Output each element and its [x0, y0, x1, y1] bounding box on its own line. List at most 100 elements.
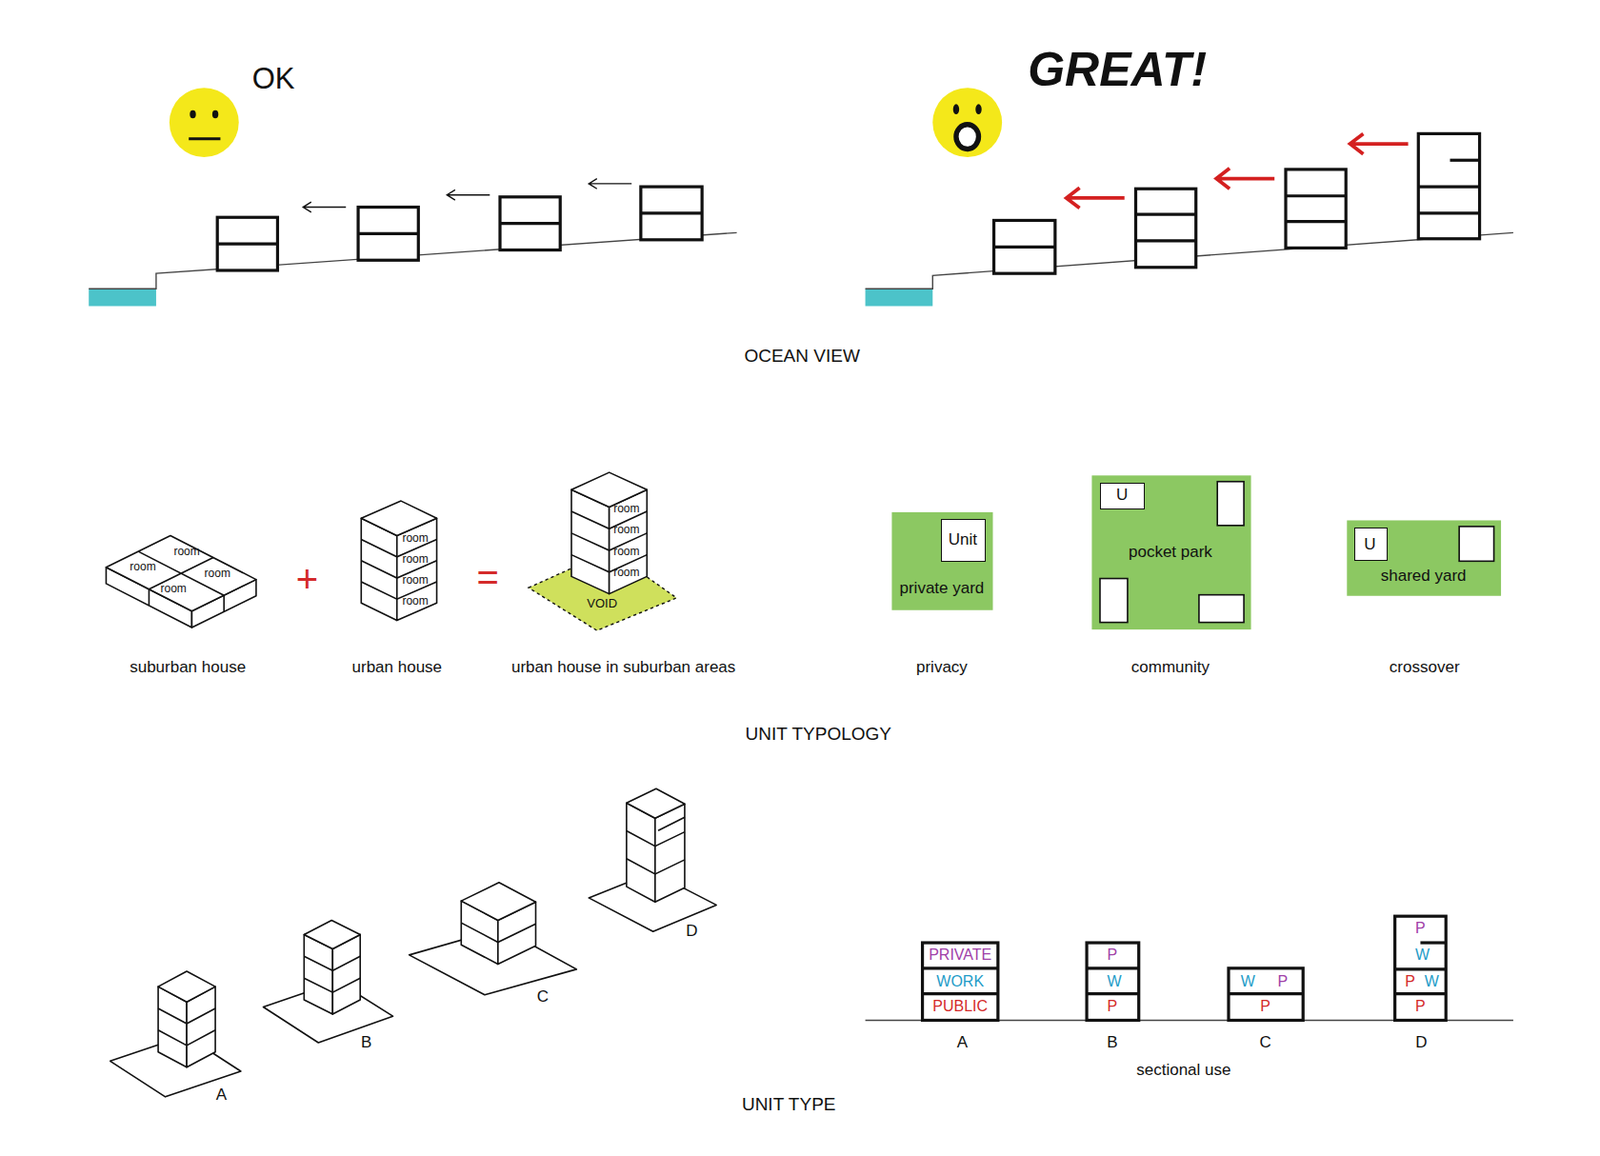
room-line [222, 595, 225, 612]
text-label: B [360, 1034, 372, 1053]
node-text: W [1240, 973, 1256, 991]
face [169, 87, 240, 158]
text-label: room [401, 554, 428, 567]
empty-units [1100, 481, 1495, 623]
eye [975, 103, 981, 115]
floor-cell: W [1086, 968, 1140, 995]
text-label: A [957, 1034, 968, 1053]
node-text: P [1277, 973, 1288, 991]
floor-line [158, 1030, 216, 1046]
section-outlines [922, 916, 1447, 1020]
pocket-park: pocket park U [1091, 475, 1251, 630]
node-text: P [1415, 920, 1426, 938]
floor-cell: PW [1395, 969, 1447, 995]
node-text: PUBLIC [932, 999, 988, 1017]
floor-line [303, 956, 360, 971]
text-label: community [1131, 658, 1210, 677]
water [88, 288, 157, 306]
floor-cell: P [1395, 994, 1447, 1021]
floor-line [460, 922, 536, 942]
text-label: privacy [916, 658, 968, 677]
node-text: Unit [948, 531, 978, 550]
text-label: A [216, 1085, 227, 1104]
yard [1091, 475, 1251, 630]
text-label: room [613, 567, 640, 580]
node-text: pocket park [1128, 542, 1213, 561]
iso-face [460, 882, 536, 921]
text-label: crossover [1389, 658, 1460, 677]
text-label: suburban house [129, 658, 246, 677]
iso-face [655, 803, 685, 902]
text-label: VOID [586, 597, 618, 611]
yard [1346, 520, 1501, 596]
text-label: D [1415, 1034, 1427, 1053]
node-text: P [1404, 973, 1416, 991]
mouth [956, 124, 980, 150]
text-label: sectional use [1136, 1061, 1231, 1080]
node-text: P [1415, 999, 1426, 1017]
iso-face [158, 971, 216, 1002]
floor-cell: P [1086, 942, 1140, 969]
eye [212, 110, 219, 120]
floor-line [303, 978, 360, 993]
node-text: U [1363, 535, 1376, 554]
room-line [148, 589, 151, 606]
node-text: PRIVATE [928, 946, 992, 964]
text-label: B [1106, 1034, 1118, 1053]
floor-cell: PW [1395, 916, 1447, 970]
text-label: C [1259, 1034, 1271, 1053]
floor-line [626, 831, 685, 847]
iso-face [626, 802, 656, 902]
floor-cell: WORK [922, 968, 999, 995]
text-label: room [613, 502, 640, 516]
node-text: W [1106, 973, 1121, 991]
text-label: room [401, 574, 428, 587]
face [932, 87, 1002, 158]
text-label: room [173, 545, 200, 559]
node-text: P [1107, 999, 1119, 1017]
eye [189, 110, 196, 120]
node-text: W [1415, 946, 1430, 964]
node-text: WORK [936, 973, 984, 991]
text-label: + [296, 558, 319, 600]
shared-yard: shared yardU [1346, 520, 1501, 596]
text-label: room [613, 545, 640, 559]
heading-label: UNIT TYPOLOGY [745, 724, 892, 745]
house-sections [217, 186, 702, 271]
iso-face [303, 920, 360, 949]
eye [953, 103, 960, 115]
text-label: room [401, 532, 428, 545]
text-label: urban house [352, 658, 443, 677]
text-label: room [401, 596, 428, 609]
node-text: U [1116, 486, 1128, 505]
unit-box: U [1100, 482, 1145, 510]
unit-box: U [1354, 527, 1388, 561]
heading-label: OK [252, 61, 296, 95]
node-text: P [1107, 946, 1119, 964]
node-text: W [1424, 973, 1440, 991]
text-label: room [160, 583, 186, 597]
floor-line [158, 1008, 216, 1024]
floor-cell: WP [1228, 968, 1303, 995]
node-text: private yard [900, 580, 985, 599]
heading-label: OCEAN VIEW [743, 345, 860, 366]
iso-face [626, 788, 685, 819]
yard [891, 512, 993, 611]
floor-cell: P [1086, 994, 1140, 1021]
red-arrows [1066, 133, 1409, 208]
floor-cell: PRIVATE [922, 942, 999, 969]
mouth [188, 137, 220, 140]
iso-drawings [105, 472, 717, 1098]
iso-face [360, 500, 437, 536]
iso-face [105, 536, 256, 612]
private-yard: private yard Unit [891, 512, 993, 611]
notch-line [658, 817, 685, 831]
floor-cell: PUBLIC [922, 994, 999, 1021]
heading-label: UNIT TYPE [741, 1095, 837, 1116]
floor-line [626, 859, 685, 875]
text-label: urban house in suburban areas [511, 658, 736, 677]
node-text: P [1260, 999, 1271, 1017]
water [865, 288, 934, 306]
